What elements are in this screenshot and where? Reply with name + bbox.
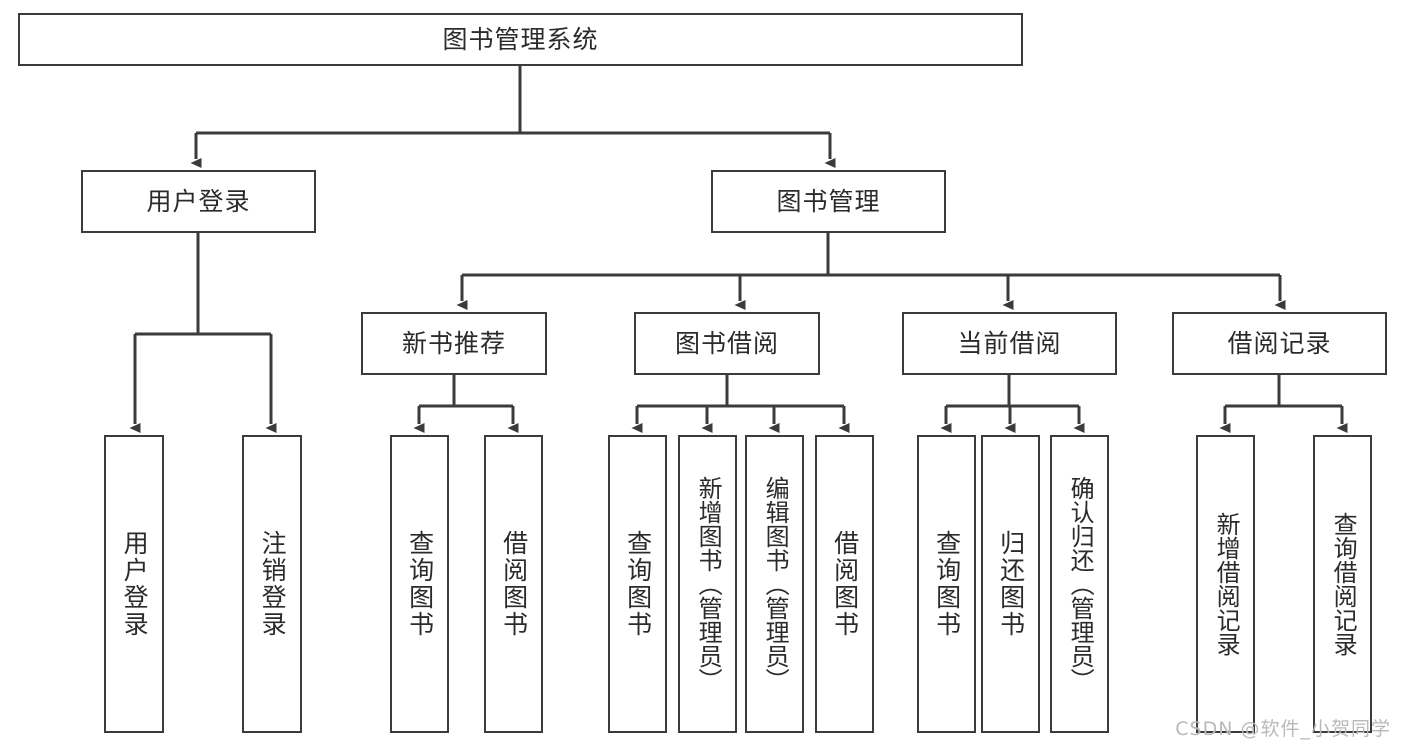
node-leaf-add-record-label: 新增借阅记录: [1212, 512, 1241, 656]
node-leaf-add-book[interactable]: 新增图书（管理员）: [678, 435, 737, 733]
node-leaf-query-book-2-label: 查询图书: [623, 530, 653, 638]
node-new-book-rec[interactable]: 新书推荐: [361, 312, 547, 375]
node-current-borrow[interactable]: 当前借阅: [902, 312, 1117, 375]
node-leaf-query-book-2[interactable]: 查询图书: [608, 435, 667, 733]
node-leaf-return-book[interactable]: 归还图书: [981, 435, 1040, 733]
node-user-login-label: 用户登录: [146, 186, 251, 216]
node-leaf-add-record[interactable]: 新增借阅记录: [1196, 435, 1255, 733]
node-leaf-query-book-1[interactable]: 查询图书: [390, 435, 449, 733]
node-leaf-logout-label: 注销登录: [258, 530, 288, 638]
csdn-watermark: CSDN @软件_小贺同学: [1175, 718, 1391, 740]
node-leaf-logout[interactable]: 注销登录: [242, 435, 302, 733]
node-root-label: 图书管理系统: [442, 24, 599, 54]
node-leaf-borrow-book-2[interactable]: 借阅图书: [815, 435, 874, 733]
node-leaf-borrow-book-1-label: 借阅图书: [499, 530, 529, 638]
node-leaf-query-book-1-label: 查询图书: [405, 530, 435, 638]
node-leaf-query-record-label: 查询借阅记录: [1329, 512, 1358, 656]
node-book-borrow-label: 图书借阅: [674, 328, 779, 358]
node-borrow-record-label: 借阅记录: [1227, 328, 1332, 358]
node-leaf-query-record[interactable]: 查询借阅记录: [1313, 435, 1372, 733]
node-leaf-user-login-label: 用户登录: [120, 530, 150, 638]
node-leaf-borrow-book-1[interactable]: 借阅图书: [484, 435, 543, 733]
node-leaf-edit-book-label: 编辑图书（管理员）: [761, 476, 790, 692]
node-book-manage[interactable]: 图书管理: [711, 170, 946, 233]
node-borrow-record[interactable]: 借阅记录: [1172, 312, 1387, 375]
node-book-manage-label: 图书管理: [776, 186, 881, 216]
node-leaf-query-book-3[interactable]: 查询图书: [917, 435, 976, 733]
node-leaf-user-login[interactable]: 用户登录: [104, 435, 164, 733]
node-book-borrow[interactable]: 图书借阅: [634, 312, 820, 375]
node-leaf-confirm-return[interactable]: 确认归还（管理员）: [1050, 435, 1109, 733]
node-leaf-query-book-3-label: 查询图书: [932, 530, 962, 638]
node-leaf-confirm-return-label: 确认归还（管理员）: [1066, 476, 1095, 692]
node-user-login[interactable]: 用户登录: [81, 170, 316, 233]
node-new-book-rec-label: 新书推荐: [401, 328, 506, 358]
node-leaf-borrow-book-2-label: 借阅图书: [830, 530, 860, 638]
node-leaf-add-book-label: 新增图书（管理员）: [694, 476, 723, 692]
node-current-borrow-label: 当前借阅: [957, 328, 1062, 358]
node-root[interactable]: 图书管理系统: [18, 13, 1023, 66]
node-leaf-return-book-label: 归还图书: [996, 530, 1026, 638]
node-leaf-edit-book[interactable]: 编辑图书（管理员）: [745, 435, 804, 733]
